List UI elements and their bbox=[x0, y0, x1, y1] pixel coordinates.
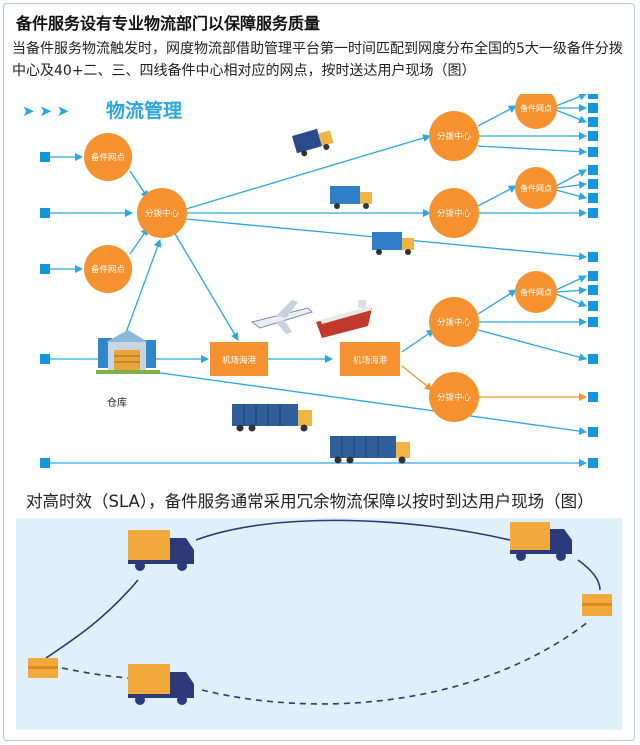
heading-arrows: ➤ ➤ ➤ bbox=[22, 102, 69, 120]
route-dashed bbox=[201, 621, 589, 705]
truck-icon bbox=[292, 128, 334, 157]
package-box-icon bbox=[28, 658, 58, 678]
svg-text:备件网点: 备件网点 bbox=[520, 183, 552, 193]
flow-lines bbox=[48, 94, 587, 467]
endpoint-squares bbox=[40, 94, 598, 468]
logistics-diagram: ➤ ➤ ➤ 物流管理 bbox=[20, 94, 620, 476]
hub-node: 分拨中心 bbox=[429, 297, 479, 347]
svg-text:备件网点: 备件网点 bbox=[520, 287, 552, 297]
flow-lines-orange bbox=[401, 365, 587, 401]
svg-text:机场海港: 机场海港 bbox=[353, 355, 388, 366]
route-dashed bbox=[61, 667, 129, 679]
svg-text:分拨中心: 分拨中心 bbox=[145, 208, 180, 219]
delivery-truck-icon bbox=[128, 664, 194, 705]
ship-icon bbox=[316, 300, 372, 338]
spare-point-node: 备件网点 bbox=[515, 94, 557, 129]
route-solid bbox=[195, 519, 511, 541]
spare-point-node: 备件网点 bbox=[515, 167, 557, 209]
warehouse-icon bbox=[96, 330, 160, 374]
route-solid bbox=[45, 579, 139, 659]
hub-node: 分拨中心 bbox=[429, 188, 479, 238]
container-truck-icon bbox=[330, 436, 410, 464]
package-box-icon bbox=[582, 594, 612, 616]
logistics-heading: 物流管理 bbox=[106, 99, 182, 122]
infographic-frame bbox=[3, 3, 635, 741]
svg-text:备件网点: 备件网点 bbox=[520, 103, 552, 113]
logistics-network-svg: ➤ ➤ ➤ 物流管理 bbox=[22, 94, 598, 468]
svg-text:分拨中心: 分拨中心 bbox=[437, 208, 472, 219]
truck-icon bbox=[372, 232, 414, 255]
route-solid bbox=[577, 559, 601, 591]
spare-point-node: 备件网点 bbox=[84, 133, 132, 181]
sla-svg bbox=[28, 519, 612, 705]
svg-text:备件网点: 备件网点 bbox=[91, 152, 126, 163]
svg-text:备件网点: 备件网点 bbox=[91, 264, 126, 275]
container-truck-icon bbox=[232, 404, 312, 432]
delivery-truck-icon bbox=[128, 530, 194, 571]
airport-port-box: 机场海港 bbox=[210, 342, 268, 376]
svg-text:机场海港: 机场海港 bbox=[222, 355, 257, 366]
spare-point-node: 备件网点 bbox=[515, 271, 557, 313]
spare-point-node: 备件网点 bbox=[84, 245, 132, 293]
airport-port-box: 机场海港 bbox=[340, 342, 400, 376]
delivery-truck-icon bbox=[510, 522, 572, 561]
hub-node: 分拨中心 bbox=[429, 111, 479, 161]
hub-node: 分拨中心 bbox=[137, 188, 187, 238]
warehouse-label: 仓库 bbox=[107, 396, 127, 409]
sla-illustration bbox=[16, 518, 622, 730]
svg-text:分拨中心: 分拨中心 bbox=[437, 131, 472, 142]
svg-text:分拨中心: 分拨中心 bbox=[437, 392, 472, 403]
airplane-icon bbox=[250, 300, 313, 334]
svg-text:分拨中心: 分拨中心 bbox=[437, 317, 472, 328]
page-title: 备件服务设有专业物流部门以保障服务质量 bbox=[16, 14, 321, 33]
truck-icon bbox=[330, 186, 372, 209]
sla-title: 对高时效（SLA），备件服务通常采用冗余物流保障以按时到达用户现场（图） bbox=[26, 492, 594, 511]
hub-node: 分拨中心 bbox=[429, 372, 479, 422]
intro-paragraph: 当备件服务物流触发时，网度物流部借助管理平台第一时间匹配到网度分布全国的5大一级… bbox=[12, 41, 623, 79]
